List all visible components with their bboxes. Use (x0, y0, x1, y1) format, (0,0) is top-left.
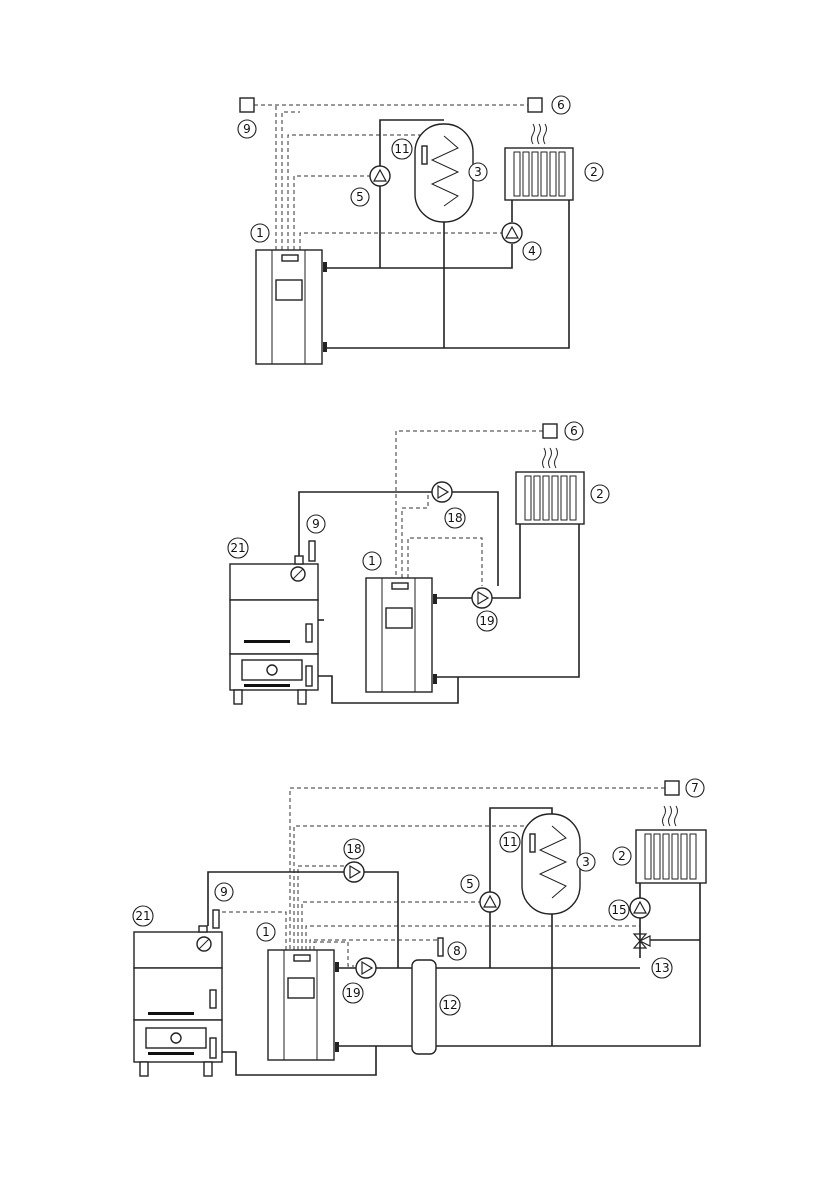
radiator (635, 805, 707, 884)
svg-text:1: 1 (262, 925, 270, 939)
svg-text:11: 11 (394, 142, 409, 156)
boiler-display (287, 977, 315, 999)
boiler-display (385, 607, 413, 629)
label-9: 9 (306, 514, 326, 534)
label-8: 8 (447, 941, 467, 961)
label-19: 19 (476, 610, 498, 632)
label-11: 11 (391, 138, 413, 160)
radiator (515, 447, 585, 525)
label-13: 13 (651, 957, 673, 979)
label-18: 18 (343, 838, 365, 860)
svg-text:5: 5 (356, 190, 364, 204)
label-6: 6 (551, 95, 571, 115)
hot-water-tank (521, 813, 581, 915)
boiler-display (275, 279, 303, 301)
solid-fuel-boiler (133, 925, 223, 1077)
svg-text:5: 5 (466, 877, 474, 891)
svg-text:12: 12 (442, 998, 457, 1012)
label-6: 6 (564, 421, 584, 441)
label-3: 3 (468, 162, 488, 182)
label-2: 2 (612, 846, 632, 866)
svg-text:9: 9 (312, 517, 320, 531)
room-sensor-box (664, 780, 680, 796)
svg-text:2: 2 (596, 487, 604, 501)
svg-text:3: 3 (582, 855, 590, 869)
svg-text:13: 13 (654, 961, 669, 975)
svg-text:6: 6 (570, 424, 578, 438)
svg-text:1: 1 (368, 554, 376, 568)
room-sensor-box (542, 423, 558, 439)
label-3: 3 (576, 852, 596, 872)
svg-text:1: 1 (256, 226, 264, 240)
electric-boiler (255, 249, 327, 365)
label-9: 9 (237, 119, 257, 139)
pump-18 (431, 481, 453, 503)
pump-5 (369, 165, 391, 187)
label-1: 1 (250, 223, 270, 243)
room-sensor-box (527, 97, 543, 113)
label-1: 1 (362, 551, 382, 571)
label-1: 1 (256, 922, 276, 942)
svg-text:6: 6 (557, 98, 565, 112)
label-12: 12 (439, 994, 461, 1016)
svg-text:2: 2 (618, 849, 626, 863)
svg-text:9: 9 (243, 122, 251, 136)
svg-text:4: 4 (528, 244, 536, 258)
label-2: 2 (590, 484, 610, 504)
electric-boiler (365, 577, 437, 693)
svg-text:11: 11 (502, 835, 517, 849)
hydraulic-separator (411, 959, 437, 1055)
label-11: 11 (499, 831, 521, 853)
label-19: 19 (342, 982, 364, 1004)
label-4: 4 (522, 241, 542, 261)
outdoor-sensor-box (239, 97, 255, 113)
pump-4 (501, 222, 523, 244)
label-5: 5 (350, 187, 370, 207)
pump-18 (343, 861, 365, 883)
pump-19 (471, 587, 493, 609)
pump-19 (355, 957, 377, 979)
pump-15 (629, 897, 651, 919)
label-9: 9 (214, 882, 234, 902)
svg-text:8: 8 (453, 944, 461, 958)
label-21: 21 (227, 537, 249, 559)
svg-text:2: 2 (590, 165, 598, 179)
label-5: 5 (460, 874, 480, 894)
three-way-valve (632, 933, 651, 949)
svg-text:21: 21 (135, 909, 150, 923)
svg-text:19: 19 (345, 986, 360, 1000)
electric-boiler (267, 949, 339, 1061)
svg-text:19: 19 (479, 614, 494, 628)
svg-text:15: 15 (611, 903, 626, 917)
svg-text:9: 9 (220, 885, 228, 899)
hot-water-tank (414, 123, 474, 223)
svg-text:18: 18 (447, 511, 462, 525)
svg-text:7: 7 (691, 781, 699, 795)
svg-text:3: 3 (474, 165, 482, 179)
label-18: 18 (444, 507, 466, 529)
label-15: 15 (608, 899, 630, 921)
label-7: 7 (685, 778, 705, 798)
solid-fuel-boiler (229, 555, 319, 705)
scheme-3: 7 11 18 3 2 5 9 15 21 1 8 13 19 12 (132, 778, 707, 1077)
pump-5 (479, 891, 501, 913)
label-21: 21 (132, 905, 154, 927)
label-2: 2 (584, 162, 604, 182)
svg-text:21: 21 (230, 541, 245, 555)
radiator (504, 123, 574, 201)
scheme-1: 9 6 11 3 2 5 1 4 (237, 95, 604, 365)
svg-text:18: 18 (346, 842, 361, 856)
scheme-2: 6 2 18 9 21 1 19 (227, 421, 610, 705)
